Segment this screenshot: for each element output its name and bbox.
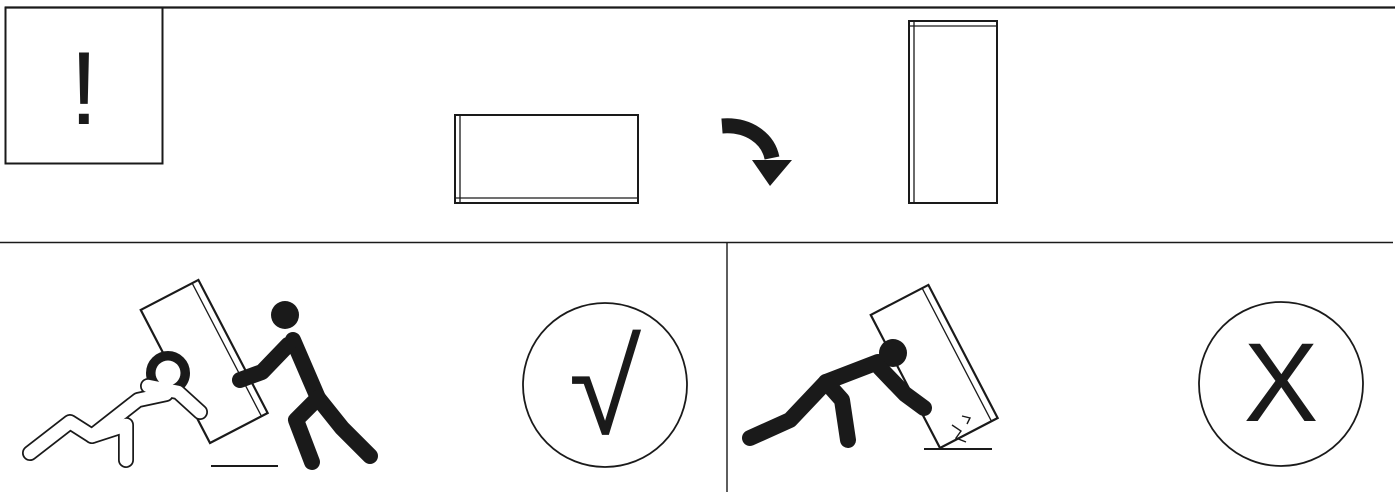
warning-box: ! xyxy=(4,6,164,165)
check-mark-icon: √ xyxy=(569,315,642,462)
person-pushing-head xyxy=(879,339,907,367)
rotate-arrow-icon xyxy=(721,118,792,186)
panel-standing-upright xyxy=(908,20,998,204)
person-supporting-panel xyxy=(232,301,378,470)
person-lifting-head xyxy=(155,360,181,386)
correct-handling-scene: √ xyxy=(22,278,688,470)
incorrect-handling-scene: X xyxy=(742,283,1364,467)
person-pushing-panel-alone xyxy=(742,339,932,448)
panel-upright-outer xyxy=(908,20,998,204)
approved-circle xyxy=(522,302,688,468)
panel-corner-damage-icon xyxy=(951,415,972,443)
person-lifting-outline-inner xyxy=(23,379,207,467)
frame-lines xyxy=(0,6,1395,492)
x-mark-icon: X xyxy=(1244,320,1319,445)
person-supporting-head xyxy=(271,301,299,329)
warning-box-border xyxy=(4,6,164,165)
tilted-panel-incorrect xyxy=(869,283,1000,450)
warning-icon: ! xyxy=(70,31,99,147)
panel-lying-flat xyxy=(454,114,639,204)
panel-flat-outer xyxy=(454,114,639,204)
prohibited-circle xyxy=(1198,301,1364,467)
